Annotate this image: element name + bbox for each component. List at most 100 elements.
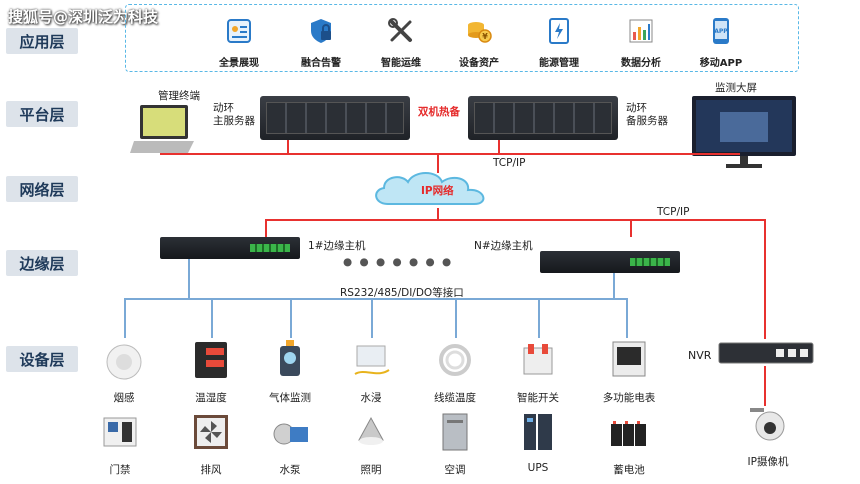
nvr-device-icon: [718, 342, 814, 364]
interface-bus-line: [124, 298, 628, 300]
backup-server-label-1: 动环: [626, 102, 647, 114]
gas-detector-icon: [280, 340, 300, 376]
device-smart-switch: 智能开关: [508, 340, 568, 405]
hot-standby-label: 双机热备: [418, 106, 460, 118]
link-nvr-camera: [764, 366, 766, 406]
device-air-conditioner: 空调: [425, 412, 485, 477]
shield-lock-icon: [311, 19, 331, 43]
thermometer-display-icon: [195, 342, 227, 378]
edge-bus-line: [265, 219, 764, 221]
layer-label-network: 网络层: [6, 176, 78, 202]
main-server-label-2: 主服务器: [213, 115, 255, 127]
drop-5: [455, 298, 457, 338]
drop-1: [124, 298, 126, 338]
platform-protocol-label: TCP/IP: [493, 157, 526, 169]
big-screen-label: 监测大屏: [715, 82, 757, 94]
tools-icon: [388, 18, 412, 42]
link-hostN-bus: [613, 273, 615, 299]
device-water-leak: 水浸: [341, 340, 401, 405]
link-platform-network: [437, 153, 439, 173]
device-smoke: 烟感: [94, 340, 154, 405]
breaker-icon: [523, 344, 553, 375]
device-ip-camera: IP摄像机: [728, 404, 808, 469]
link-edge-hostN: [630, 219, 632, 237]
terminal-label: 管理终端: [158, 90, 200, 102]
drop-2: [211, 298, 213, 338]
dome-camera-icon: [750, 408, 785, 441]
layer-label-app: 应用层: [6, 28, 78, 54]
device-water-pump: 水泵: [260, 412, 320, 477]
nvr-label: NVR: [688, 349, 712, 362]
ups-cabinet-icon: [524, 414, 552, 450]
backup-server: [468, 96, 618, 140]
app-item-label: 智能运维: [381, 58, 421, 69]
drop-3: [290, 298, 292, 338]
keypad-icon: [103, 417, 137, 447]
app-item-energy[interactable]: 能源管理: [524, 17, 594, 69]
app-item-mobile[interactable]: APP 移动APP: [686, 17, 756, 69]
layer-label-device: 设备层: [6, 346, 78, 372]
link-main-server: [287, 140, 289, 154]
air-conditioner-icon: [442, 413, 468, 451]
pump-icon: [273, 423, 308, 445]
app-item-label: 设备资产: [459, 58, 499, 69]
app-icon: APP: [713, 18, 729, 44]
laptop-icon: [130, 105, 194, 153]
link-backup-server: [498, 140, 500, 154]
link-edge-host1: [265, 219, 267, 237]
app-item-label: 全景展现: [219, 58, 259, 69]
main-server: [260, 96, 410, 140]
edge-host-N: [540, 251, 680, 273]
monitor-icon: [692, 96, 796, 168]
app-item-label: 能源管理: [539, 58, 579, 69]
svg-text:APP: APP: [714, 28, 728, 35]
device-battery: 蓄电池: [594, 412, 664, 477]
device-gas: 气体监测: [260, 340, 320, 405]
lamp-icon: [358, 416, 384, 445]
drop-7: [626, 298, 628, 338]
cloud-label: IP网络: [421, 185, 454, 197]
layer-label-edge: 边缘层: [6, 250, 78, 276]
device-lighting: 照明: [341, 412, 401, 477]
chart-icon: [629, 19, 653, 43]
app-item-analytics[interactable]: 数据分析: [606, 17, 676, 69]
layer-label-platform: 平台层: [6, 101, 78, 127]
device-temp-humidity: 温湿度: [181, 340, 241, 405]
network-protocol-label: TCP/IP: [657, 206, 690, 218]
app-item-assets[interactable]: ¥ 设备资产: [444, 17, 514, 69]
platform-bus-line: [160, 153, 740, 155]
link-host1-bus: [188, 259, 190, 299]
edge-host-1: [160, 237, 300, 259]
device-ups: UPS: [508, 412, 568, 474]
water-leak-icon: [354, 345, 390, 375]
device-power-meter: 多功能电表: [594, 340, 664, 405]
battery-bank-icon: [611, 421, 646, 446]
device-exhaust-fan: 排风: [181, 412, 241, 477]
app-item-label: 移动APP: [699, 58, 743, 69]
main-server-label-1: 动环: [213, 102, 234, 114]
cloud-icon: [375, 172, 485, 205]
app-item-label: 融合告警: [301, 58, 341, 69]
link-network-edge: [437, 208, 439, 220]
app-item-maintenance[interactable]: 智能运维: [366, 17, 436, 69]
backup-server-label-2: 备服务器: [626, 115, 668, 127]
dashboard-icon: [227, 19, 251, 43]
app-item-overview[interactable]: 全景展现: [204, 17, 274, 69]
smoke-detector-icon: [106, 344, 142, 380]
device-cable-temp: 线缆温度: [425, 340, 485, 405]
edge-dots: ● ● ● ● ● ● ●: [343, 256, 454, 268]
edge-hostN-label: N#边缘主机: [474, 240, 533, 252]
cable-icon: [439, 344, 471, 376]
app-item-alarm[interactable]: 融合告警: [286, 17, 356, 69]
drop-4: [371, 298, 373, 338]
svg-text:¥: ¥: [482, 32, 488, 41]
energy-icon: [549, 18, 569, 44]
device-access-control: 门禁: [90, 412, 150, 477]
watermark: 搜狐号@深圳泛为科技: [8, 8, 159, 26]
app-item-label: 数据分析: [621, 58, 661, 69]
edge-host1-label: 1#边缘主机: [308, 240, 366, 252]
interfaces-label: RS232/485/DI/DO等接口: [340, 287, 464, 299]
application-box: 全景展现 融合告警 智能运维 ¥ 设备资产 能源管理 数据分析 APP 移动AP…: [125, 4, 799, 72]
coins-icon: ¥: [468, 22, 492, 43]
fan-icon: [194, 415, 228, 449]
